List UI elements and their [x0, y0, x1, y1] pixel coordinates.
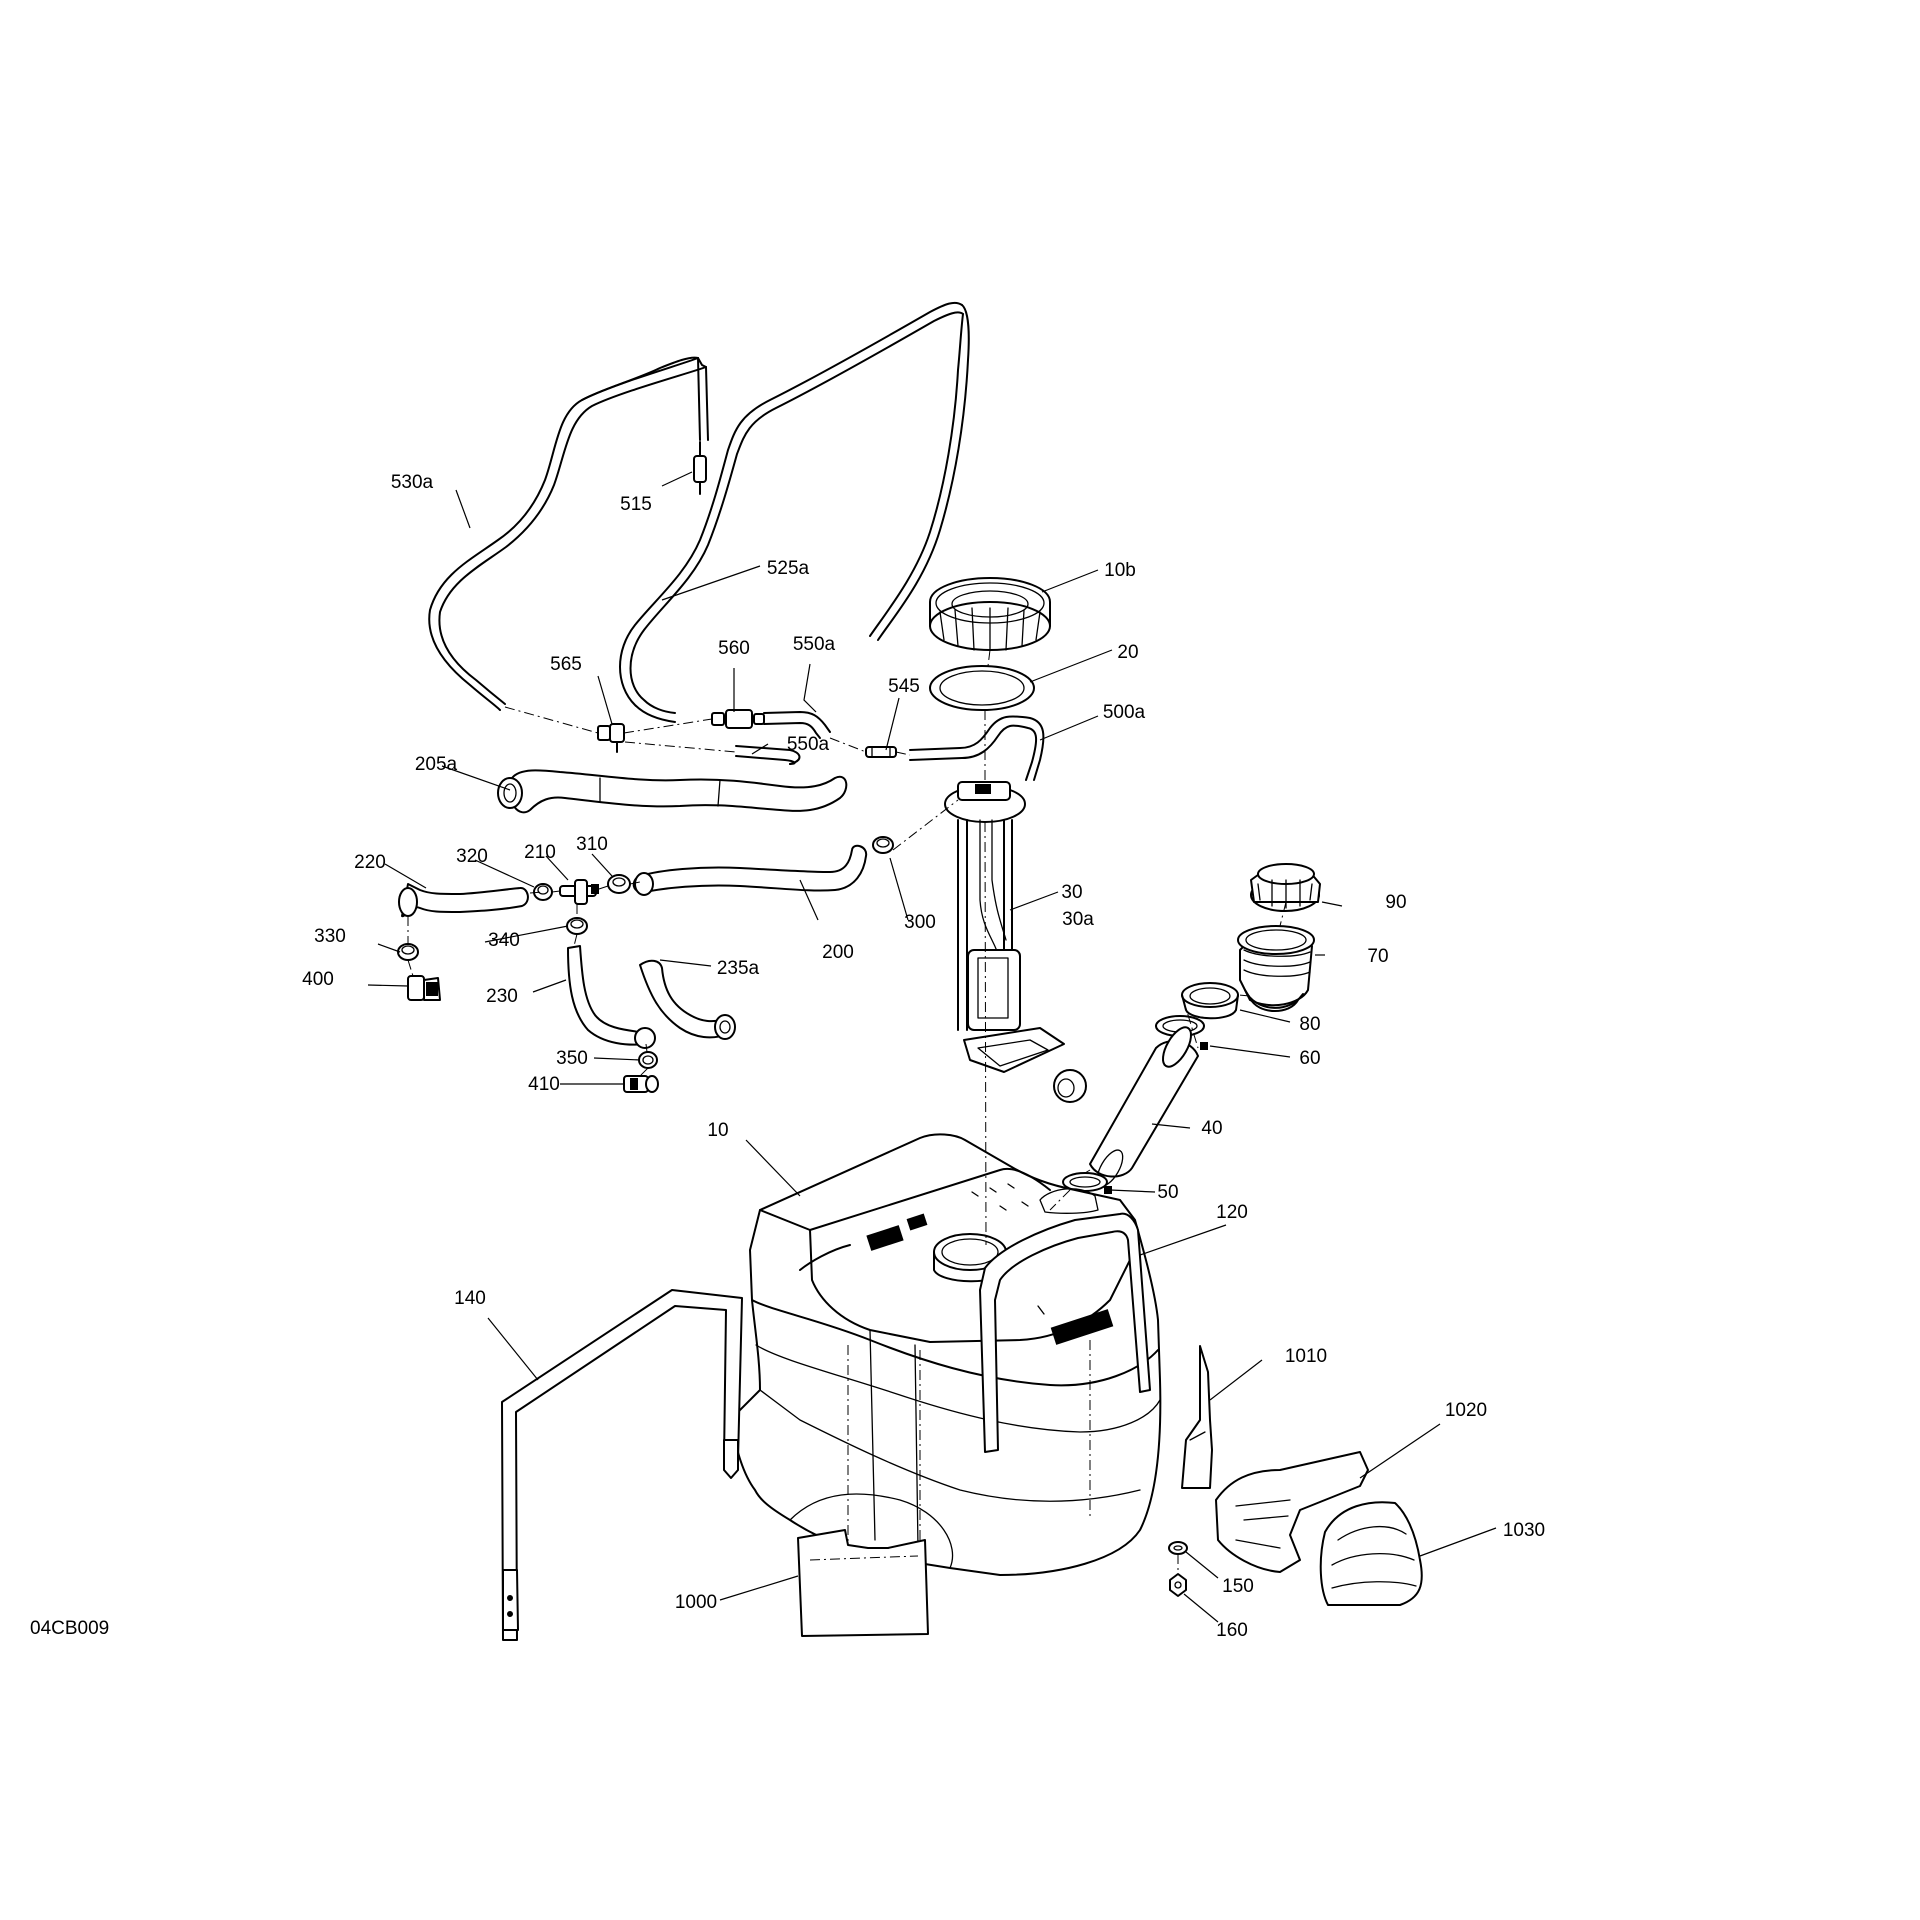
label-545: 545 [888, 676, 920, 697]
elbow-410 [623, 1075, 659, 1093]
label-530a: 530a [391, 472, 434, 493]
shield-1000 [797, 1529, 929, 1637]
clamp-310 [607, 874, 631, 894]
clamp-340 [566, 917, 588, 935]
label-400: 400 [302, 969, 334, 990]
filler-neck-70 [1237, 925, 1315, 1012]
label-90: 90 [1385, 892, 1406, 913]
label-350: 350 [556, 1048, 588, 1069]
shield-1010 [1181, 1345, 1213, 1489]
nut-160 [1169, 1573, 1187, 1597]
filler-hose-40 [1089, 1026, 1199, 1187]
label-80: 80 [1299, 1014, 1320, 1035]
label-320: 320 [456, 846, 488, 867]
hose-550a-mid [735, 745, 801, 765]
hose-230 [567, 945, 656, 1049]
label-1010: 1010 [1285, 1346, 1327, 1367]
hose-550a-top [763, 711, 831, 739]
clamp-80 [1181, 982, 1239, 1020]
label-205a: 205a [415, 754, 458, 775]
label-300: 300 [904, 912, 936, 933]
strap-140 [501, 1289, 743, 1641]
label-150: 150 [1222, 1576, 1254, 1597]
filler-cap-90 [1250, 863, 1321, 912]
label-40: 40 [1201, 1118, 1222, 1139]
assembly-lines [407, 649, 1287, 1574]
label-200: 200 [822, 942, 854, 963]
label-500a: 500a [1103, 702, 1146, 723]
elbow-400 [407, 975, 441, 1001]
label-525a: 525a [767, 558, 810, 579]
tee-210 [559, 879, 599, 905]
fitting-545 [865, 746, 897, 758]
hose-205a [497, 769, 848, 814]
clamp-330 [397, 943, 419, 961]
label-210: 210 [524, 842, 556, 863]
clamp-350 [638, 1051, 658, 1069]
diagram-id: 04CB009 [30, 1618, 109, 1639]
label-60: 60 [1299, 1048, 1320, 1069]
label-310: 310 [576, 834, 608, 855]
label-340: 340 [488, 930, 520, 951]
gasket-20 [929, 665, 1035, 711]
label-550a-mid: 550a [787, 734, 830, 755]
connector-515 [693, 441, 707, 495]
washer-150 [1168, 1541, 1188, 1555]
part-labels: 530a 515 525a 10b 20 560 550a 565 545 50… [30, 472, 1545, 1641]
label-20: 20 [1117, 642, 1138, 663]
hose-500a [909, 715, 1045, 781]
leader-lines [367, 471, 1497, 1623]
label-235a: 235a [717, 958, 760, 979]
label-10: 10 [707, 1120, 728, 1141]
label-160: 160 [1216, 1620, 1248, 1641]
fitting-565 [597, 723, 625, 753]
label-1020: 1020 [1445, 1400, 1487, 1421]
clamp-300 [872, 836, 894, 854]
label-120: 120 [1216, 1202, 1248, 1223]
label-550a-top: 550a [793, 634, 836, 655]
label-1030: 1030 [1503, 1520, 1545, 1541]
heat-shield-1020 [1215, 1451, 1369, 1573]
label-50: 50 [1157, 1182, 1178, 1203]
label-30: 30 [1061, 882, 1082, 903]
hose-530a-upper-loop [581, 356, 709, 441]
label-330: 330 [314, 926, 346, 947]
label-10b: 10b [1104, 560, 1136, 581]
label-565: 565 [550, 654, 582, 675]
hose-200 [632, 844, 868, 896]
label-30a: 30a [1062, 909, 1094, 930]
heat-shield-1030 [1319, 1501, 1423, 1606]
label-1000: 1000 [675, 1592, 717, 1613]
hose-235a [639, 959, 736, 1040]
label-560: 560 [718, 638, 750, 659]
lock-ring-10b [929, 577, 1051, 651]
hose-220 [398, 883, 529, 918]
label-230: 230 [486, 986, 518, 1007]
fuel-pump-30 [944, 781, 1087, 1103]
strap-120 [979, 1212, 1151, 1453]
label-410: 410 [528, 1074, 560, 1095]
hose-525a [619, 301, 970, 723]
label-140: 140 [454, 1288, 486, 1309]
fuel-tank-10 [729, 1133, 1162, 1576]
label-220: 220 [354, 852, 386, 873]
label-70: 70 [1367, 946, 1388, 967]
label-515: 515 [620, 494, 652, 515]
fitting-560 [711, 709, 765, 729]
